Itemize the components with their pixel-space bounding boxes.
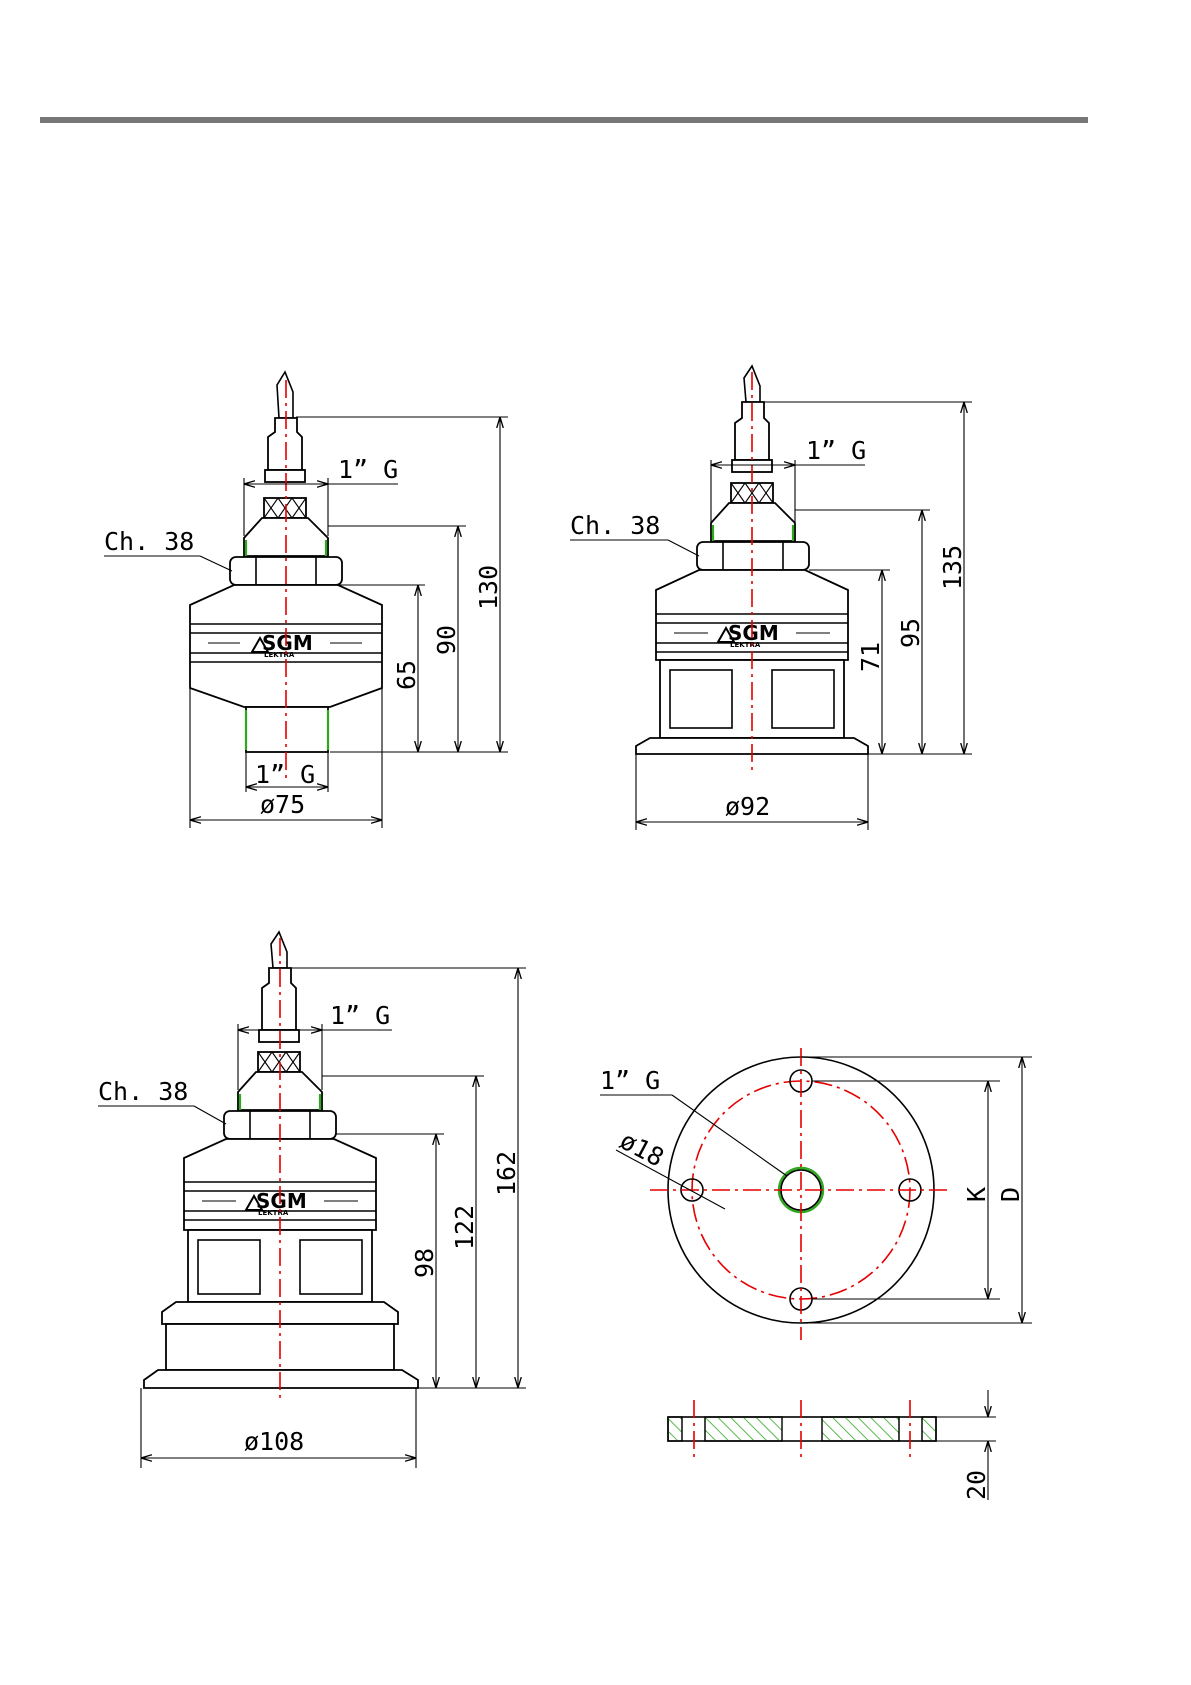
flange-thread-label: 1” G — [600, 1066, 660, 1095]
logo-subtext: LEKTRA — [730, 641, 761, 649]
flange-section-view: 20 — [668, 1390, 996, 1500]
logo-subtext: LEKTRA — [264, 651, 295, 659]
sensor-b: SGM LEKTRA 1” G Ch. 38 71 95 135 — [570, 366, 972, 830]
sgm-logo-a: SGM LEKTRA — [252, 631, 313, 659]
dim-body-label: 98 — [410, 1248, 439, 1278]
diameter-label: ø92 — [725, 792, 770, 821]
sgm-logo-b: SGM LEKTRA — [718, 621, 779, 649]
dim-body-label: 65 — [392, 660, 421, 690]
bolt-circle-label: K — [962, 1187, 991, 1202]
dim-total-label: 135 — [938, 545, 967, 590]
dim-mid-label: 90 — [432, 625, 461, 655]
dim-body-label: 71 — [856, 642, 885, 672]
dim-mid-label: 122 — [450, 1205, 479, 1250]
sgm-logo-c: SGM LEKTRA — [246, 1189, 307, 1217]
diameter-label: ø108 — [244, 1427, 304, 1456]
thread-bottom-label: 1” G — [255, 760, 315, 789]
logo-subtext: LEKTRA — [258, 1209, 289, 1217]
thread-top-label: 1” G — [338, 455, 398, 484]
dim-total-label: 130 — [474, 565, 503, 610]
thread-top-label: 1” G — [330, 1001, 390, 1030]
flange-plan-view: 1” G ø18 K D — [600, 1048, 1032, 1340]
outer-diameter-label: D — [996, 1187, 1025, 1202]
thread-top-label: 1” G — [806, 436, 866, 465]
header-bar — [40, 117, 1088, 123]
diameter-label: ø75 — [260, 790, 305, 819]
dim-total-label: 162 — [492, 1151, 521, 1196]
hole-diameter-label: ø18 — [615, 1126, 668, 1173]
dim-mid-label: 95 — [896, 618, 925, 648]
wrench-size-label: Ch. 38 — [98, 1077, 188, 1106]
sensor-c: SGM LEKTRA 1” G Ch. 38 98 122 1 — [98, 932, 526, 1468]
wrench-size-label: Ch. 38 — [104, 527, 194, 556]
sensor-a: SGM LEKTRA 1” G Ch. 38 65 90 130 — [104, 372, 508, 828]
wrench-size-label: Ch. 38 — [570, 511, 660, 540]
thickness-label: 20 — [962, 1470, 991, 1500]
